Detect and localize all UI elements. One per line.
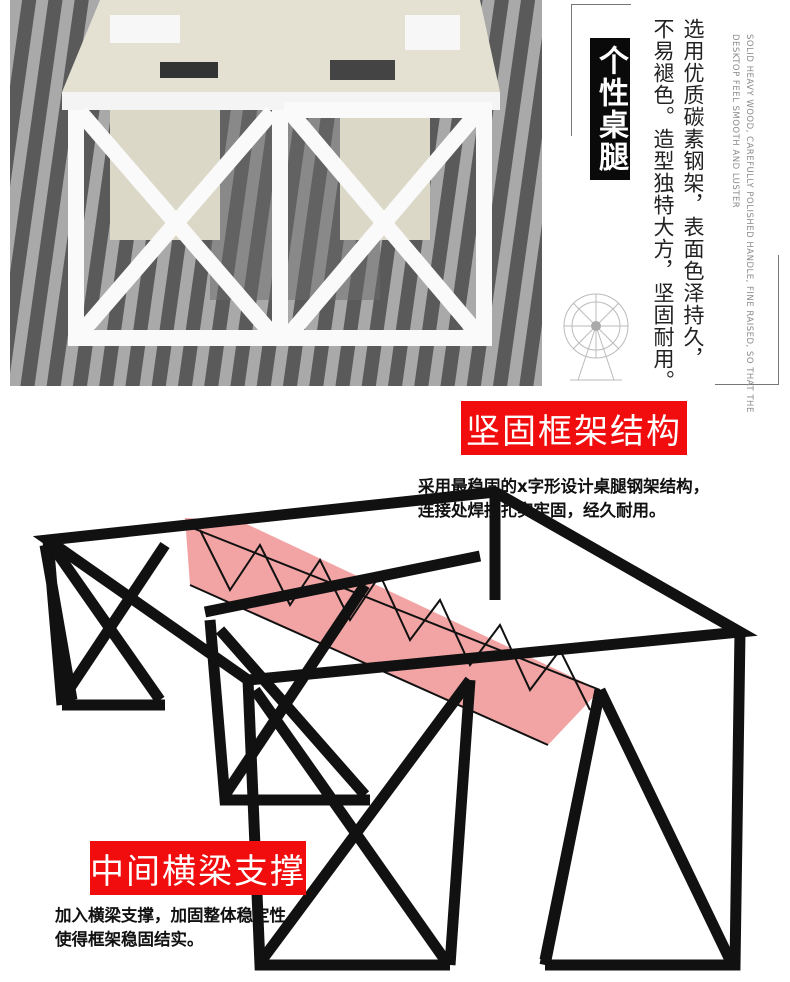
section1-english: SOLID HEAVY WOOD, CAREFULLY POLISHED HAN… <box>726 34 756 413</box>
section3-description-line1: 加入横梁支撑，加固整体稳定性。 <box>55 906 303 925</box>
section1-title: 个性桌腿 <box>590 38 630 180</box>
crossbeam-truss <box>184 524 601 746</box>
decor-line <box>571 4 631 5</box>
section3-description-line2: 使得框架稳固结实。 <box>55 930 204 949</box>
section3-title: 中间横梁支撑 <box>90 841 306 895</box>
section2-description-line2: 连接处焊接扎实牢固，经久耐用。 <box>418 501 666 520</box>
crossbeam-highlight <box>185 518 600 745</box>
decor-line <box>778 255 779 385</box>
decor-line <box>571 4 572 136</box>
english-line1: SOLID HEAVY WOOD, CAREFULLY POLISHED HAN… <box>744 34 754 413</box>
english-line2: DESKTOP FEEL SMOOTH AND LUSTER <box>730 34 740 209</box>
desk-photo <box>10 0 542 386</box>
section3-description: 加入横梁支撑，加固整体稳定性。 使得框架稳固结实。 <box>55 904 303 952</box>
steel-frame-diagram <box>32 486 758 971</box>
ferris-wheel-icon <box>563 293 629 381</box>
section1-description-line1: 选用优质碳素钢架，表面色泽持久， <box>681 18 705 370</box>
decor-line <box>715 384 779 385</box>
section1-description-line2: 不易褪色。造型独特大方，坚固耐用。 <box>651 18 675 392</box>
section2-title: 坚固框架结构 <box>461 401 687 455</box>
